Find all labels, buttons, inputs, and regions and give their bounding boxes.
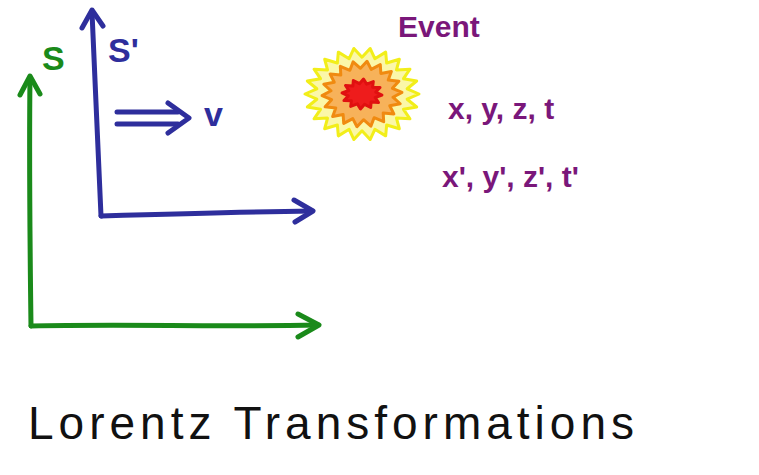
- s-frame-axes: [20, 76, 319, 337]
- s-prime-vertical-axis: [92, 12, 101, 216]
- burst-core: [342, 79, 382, 109]
- velocity-label: v: [204, 96, 223, 133]
- coordinates-label: x', y', z', t': [442, 160, 579, 193]
- event-burst: [305, 48, 419, 139]
- s-vertical-axis: [30, 78, 31, 326]
- s-prime-frame-axes: [82, 10, 313, 222]
- event-label: Event: [398, 10, 480, 43]
- velocity-arrowhead: [168, 103, 189, 133]
- frame-label: S: [42, 40, 65, 77]
- s-vertical-arrowhead: [20, 76, 40, 95]
- s-horizontal-axis: [31, 325, 318, 326]
- s-prime-horizontal-arrowhead: [294, 200, 313, 222]
- s-prime-vertical-arrowhead: [82, 10, 103, 28]
- coordinates-label: x, y, z, t: [448, 92, 554, 125]
- velocity-arrow-line: [117, 110, 178, 115]
- frame-label: S': [108, 32, 139, 69]
- burst-outer: [305, 48, 419, 139]
- s-horizontal-arrowhead: [298, 314, 319, 337]
- burst-middle: [322, 61, 402, 126]
- velocity-arrow-line: [117, 122, 178, 127]
- s-prime-horizontal-axis: [101, 211, 312, 216]
- diagram-title: Lorentz Transformations: [28, 398, 639, 449]
